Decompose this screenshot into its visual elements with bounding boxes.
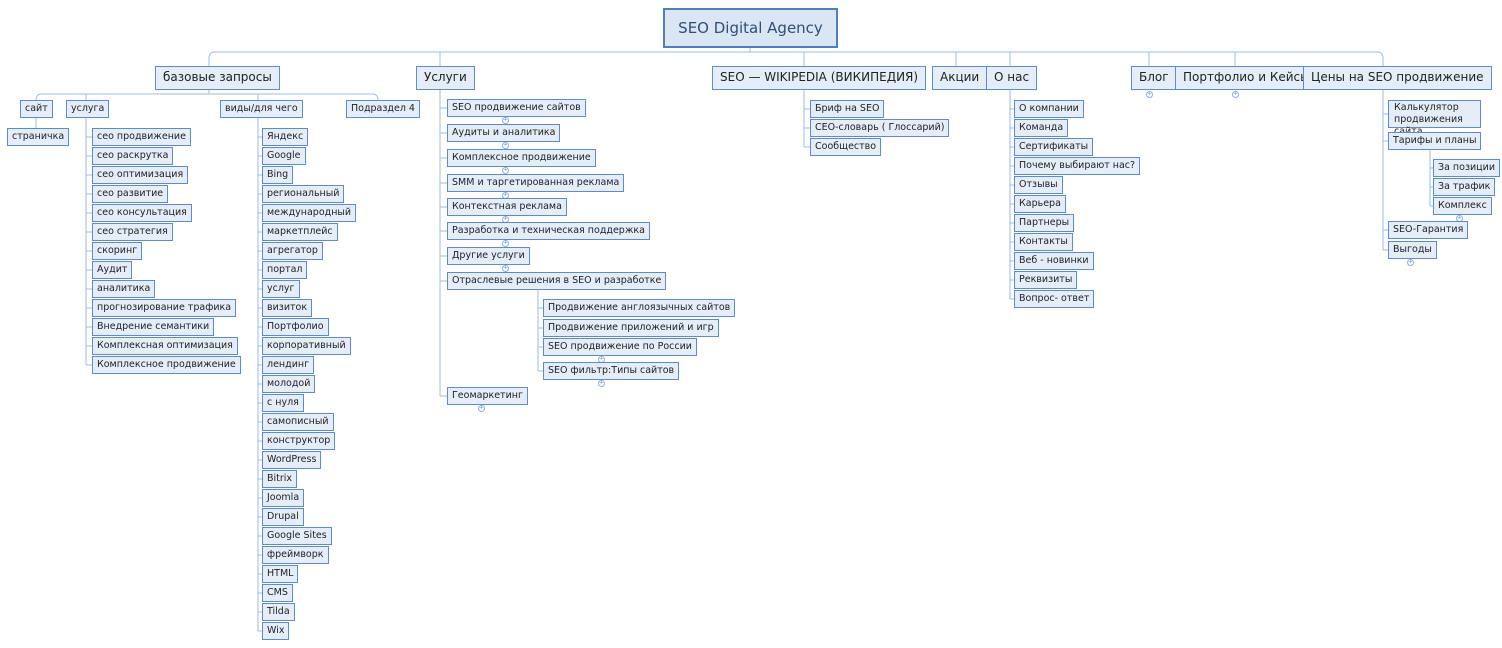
service-item[interactable]: Разработка и техническая поддержка (447, 222, 650, 240)
topic-page[interactable]: страничка (7, 128, 70, 146)
branch-promotions[interactable]: Акции (932, 66, 988, 90)
topic-seo-guarantee[interactable]: SEO-Гарантия (1388, 221, 1469, 239)
expand-icon[interactable]: + (598, 380, 605, 387)
service-query-item[interactable]: сео продвижение (92, 128, 191, 146)
site-type-item[interactable]: услуг (262, 280, 300, 298)
site-type-item[interactable]: региональный (262, 185, 345, 203)
branch-about[interactable]: О нас (986, 66, 1038, 90)
site-type-item[interactable]: молодой (262, 375, 316, 393)
service-item[interactable]: Комплексное продвижение (447, 149, 596, 167)
topic-service[interactable]: услуга (66, 100, 110, 118)
site-type-item[interactable]: портал (262, 261, 308, 279)
site-type-item[interactable]: лендинг (262, 356, 315, 374)
wiki-item[interactable]: Сообщество (810, 138, 882, 156)
expand-icon[interactable]: + (502, 142, 509, 149)
branch-portfolio[interactable]: Портфолио и Кейсы (1175, 66, 1318, 90)
service-item[interactable]: Отраслевые решения в SEO и разработке (447, 272, 667, 290)
about-item[interactable]: Веб - новинки (1014, 252, 1094, 270)
about-item[interactable]: Контакты (1014, 233, 1073, 251)
expand-icon[interactable]: + (1232, 91, 1239, 98)
about-item[interactable]: Почему выбирают нас? (1014, 157, 1141, 175)
service-query-item[interactable]: Аудит (92, 261, 133, 279)
site-type-item[interactable]: CMS (262, 584, 293, 602)
branch-services[interactable]: Услуги (416, 66, 475, 90)
expand-icon[interactable]: + (478, 405, 485, 412)
branch-prices[interactable]: Цены на SEO продвижение (1303, 66, 1492, 90)
tariff-item[interactable]: Комплекс (1433, 197, 1492, 215)
service-query-item[interactable]: аналитика (92, 280, 156, 298)
industry-item[interactable]: SEO продвижение по России (543, 338, 697, 356)
service-query-item[interactable]: Комплексное продвижение (92, 356, 241, 374)
service-query-item[interactable]: прогнозирование трафика (92, 299, 237, 317)
topic-types[interactable]: виды/для чего (220, 100, 303, 118)
about-item[interactable]: Карьера (1014, 195, 1066, 213)
site-type-item[interactable]: Google Sites (262, 527, 332, 545)
service-query-item[interactable]: Комплексная оптимизация (92, 337, 238, 355)
topic-calculator[interactable]: Калькулятор продвижения сайта (1388, 100, 1481, 137)
service-query-item[interactable]: сео оптимизация (92, 166, 189, 184)
about-item[interactable]: Вопрос- ответ (1014, 290, 1095, 308)
site-type-item[interactable]: корпоративный (262, 337, 351, 355)
site-type-item[interactable]: маркетплейс (262, 223, 338, 241)
expand-icon[interactable]: + (502, 167, 509, 174)
site-type-item[interactable]: Портфолио (262, 318, 329, 336)
site-type-item[interactable]: Яндекс (262, 128, 309, 146)
site-type-item[interactable]: Google (262, 147, 306, 165)
service-item[interactable]: Аудиты и аналитика (447, 124, 561, 142)
about-item[interactable]: Реквизиты (1014, 271, 1078, 289)
site-type-item[interactable]: Wix (262, 622, 290, 640)
site-type-item[interactable]: WordPress (262, 451, 322, 469)
site-type-item[interactable]: Bing (262, 166, 294, 184)
topic-benefits[interactable]: Выгоды (1388, 241, 1437, 259)
site-type-item[interactable]: Tilda (262, 603, 295, 621)
service-query-item[interactable]: сео развитие (92, 185, 169, 203)
service-item[interactable]: Контекстная реклама (447, 198, 567, 216)
site-type-item[interactable]: с нуля (262, 394, 304, 412)
service-item[interactable]: SEO продвижение сайтов (447, 99, 586, 117)
service-query-item[interactable]: сео консультация (92, 204, 192, 222)
about-item[interactable]: Команда (1014, 119, 1069, 137)
site-type-item[interactable]: международный (262, 204, 357, 222)
site-type-item[interactable]: самописный (262, 413, 334, 431)
topic-geomarketing[interactable]: Геомаркетинг (447, 387, 528, 405)
site-type-item[interactable]: Drupal (262, 508, 304, 526)
expand-icon[interactable]: + (1146, 91, 1153, 98)
service-query-item[interactable]: скоринг (92, 242, 143, 260)
topic-tariffs[interactable]: Тарифы и планы (1388, 132, 1482, 150)
topic-site[interactable]: сайт (20, 100, 53, 118)
root-node[interactable]: SEO Digital Agency (663, 8, 838, 48)
branch-blog[interactable]: Блог (1131, 66, 1177, 90)
expand-icon[interactable]: + (502, 240, 509, 247)
about-item[interactable]: Сертификаты (1014, 138, 1094, 156)
site-type-item[interactable]: Joomla (262, 489, 305, 507)
branch-wiki[interactable]: SEO — WIKIPEDIA (ВИКИПЕДИЯ) (712, 66, 927, 90)
tariff-item[interactable]: За позиции (1433, 159, 1500, 177)
expand-icon[interactable]: + (502, 117, 509, 124)
site-type-item[interactable]: агрегатор (262, 242, 323, 260)
service-query-item[interactable]: сео стратегия (92, 223, 173, 241)
expand-icon[interactable]: + (1407, 259, 1414, 266)
wiki-item[interactable]: Бриф на SEO (810, 100, 885, 118)
site-type-item[interactable]: визиток (262, 299, 313, 317)
industry-item[interactable]: SEO фильтр:Типы сайтов (543, 362, 680, 380)
tariff-item[interactable]: За трафик (1433, 178, 1496, 196)
industry-item[interactable]: Продвижение англоязычных сайтов (543, 299, 736, 317)
service-item[interactable]: SMM и таргетированная реклама (447, 174, 625, 192)
expand-icon[interactable]: + (502, 265, 509, 272)
about-item[interactable]: О компании (1014, 100, 1084, 118)
site-type-item[interactable]: HTML (262, 565, 299, 583)
service-query-item[interactable]: сео раскрутка (92, 147, 174, 165)
branch-base-queries[interactable]: базовые запросы (155, 66, 280, 90)
service-query-item[interactable]: Внедрение семантики (92, 318, 215, 336)
service-item[interactable]: Другие услуги (447, 247, 530, 265)
wiki-item[interactable]: СЕО-словарь ( Глоссарий) (810, 119, 950, 137)
site-type-item[interactable]: фреймворк (262, 546, 329, 564)
topic-subsection-4[interactable]: Подраздел 4 (346, 100, 420, 118)
site-type-item[interactable]: Bitrix (262, 470, 298, 488)
about-item[interactable]: Партнеры (1014, 214, 1075, 232)
industry-item[interactable]: Продвижение приложений и игр (543, 319, 719, 337)
about-item[interactable]: Отзывы (1014, 176, 1063, 194)
site-type-item[interactable]: конструктор (262, 432, 336, 450)
